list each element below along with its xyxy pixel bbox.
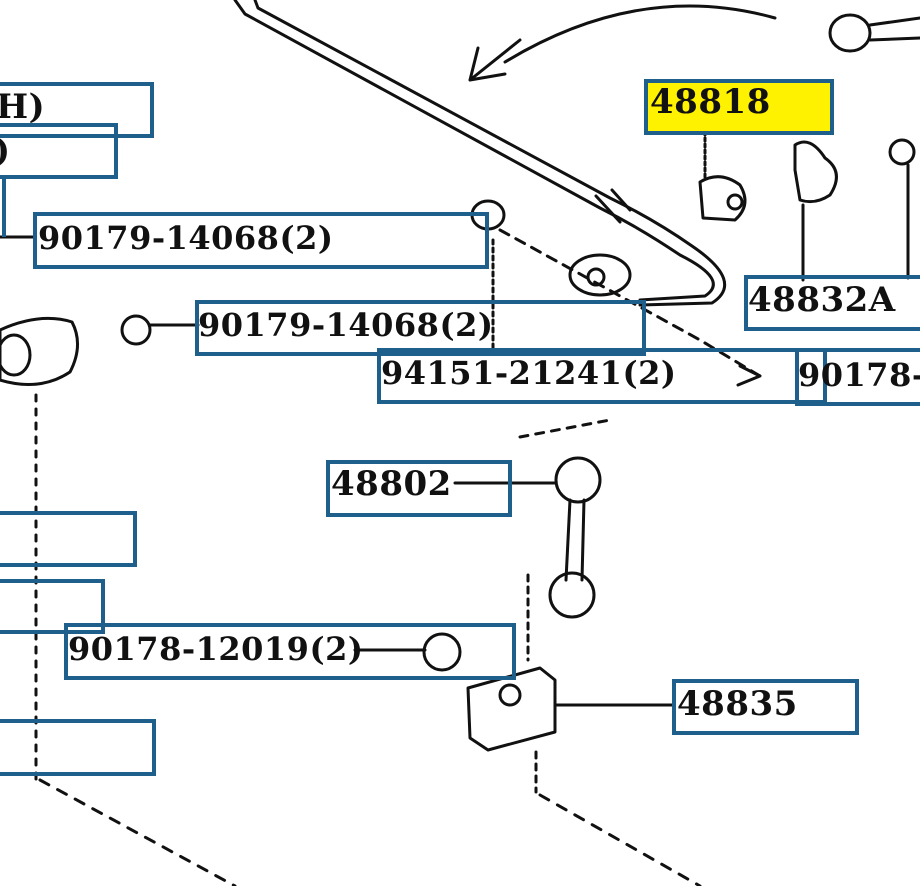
callout-94151[interactable] bbox=[377, 348, 827, 404]
callout-left-3[interactable] bbox=[0, 719, 156, 776]
link-lower-ball bbox=[548, 571, 596, 619]
callout-90178-12019[interactable] bbox=[64, 623, 516, 680]
bolt-head-left bbox=[120, 314, 152, 346]
label-48802: 48802 bbox=[331, 464, 452, 504]
label-48818: 48818 bbox=[650, 82, 771, 122]
callout-left-1[interactable] bbox=[0, 511, 137, 567]
callout-48832a[interactable] bbox=[744, 275, 920, 331]
callout-left-2[interactable] bbox=[0, 579, 105, 634]
label-90179-b: 90179-14068(2) bbox=[198, 306, 494, 344]
nut-90178 bbox=[422, 632, 462, 672]
callout-left-edge[interactable] bbox=[0, 175, 6, 237]
callout-90179-b[interactable] bbox=[195, 300, 646, 356]
bushing-48818 bbox=[698, 175, 747, 222]
label-90179-a: 90179-14068(2) bbox=[38, 219, 334, 257]
label-94151: 94151-21241(2) bbox=[381, 354, 677, 392]
callout-h-cut[interactable] bbox=[0, 82, 154, 138]
direction-arrow bbox=[503, 4, 777, 64]
link-upper-ball bbox=[554, 456, 602, 504]
bushing-left bbox=[0, 316, 79, 386]
bracket-48835 bbox=[466, 666, 557, 752]
label-h-cut: H) bbox=[0, 87, 46, 127]
label-48832a: 48832A bbox=[748, 280, 896, 320]
top-link-end bbox=[828, 13, 872, 53]
label-90178-12019: 90178-12019(2) bbox=[68, 630, 364, 668]
bar-end-eye bbox=[568, 253, 632, 297]
callout-48802[interactable] bbox=[326, 460, 512, 517]
callout-90178-cut[interactable] bbox=[795, 348, 920, 406]
label-paren-cut: ) bbox=[0, 134, 11, 168]
callout-48835[interactable] bbox=[672, 679, 859, 735]
label-48835: 48835 bbox=[677, 684, 798, 724]
callout-48818[interactable] bbox=[644, 79, 834, 135]
label-90178-cut: 90178- bbox=[798, 356, 920, 394]
clamp-bracket bbox=[793, 140, 838, 204]
callout-90179-a[interactable] bbox=[33, 212, 489, 269]
callout-paren-cut[interactable] bbox=[0, 123, 118, 179]
